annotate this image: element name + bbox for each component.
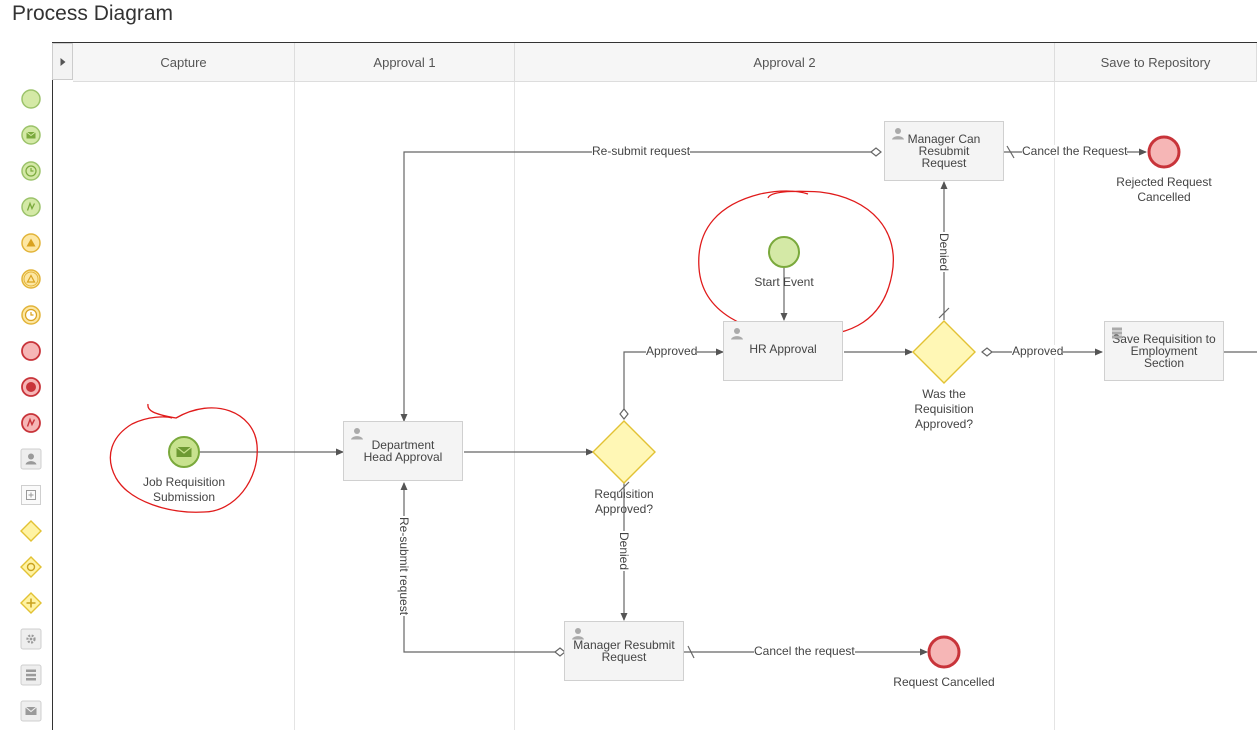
lane-header-capture[interactable]: Capture [73,43,295,82]
chevron-right-icon [60,57,65,66]
label-was-gateway: Was the Requisition Approved? [884,387,1004,432]
label-line: Submission [152,490,216,504]
lane-divider [1054,82,1055,730]
lane-divider [514,82,515,730]
lane-header-approval-1[interactable]: Approval 1 [295,43,515,82]
task-manager-can-resubmit[interactable]: Manager Can Resubmit Request [884,121,1004,181]
palette-error-end-icon[interactable] [20,412,42,434]
palette-exclusive-gateway-icon[interactable] [20,520,42,542]
label-line: Approved? [914,417,974,431]
edge-label-cancel-top: Cancel the Request [1022,144,1128,158]
palette-user-task-icon[interactable] [20,448,42,470]
rejected-request-end-event [1147,135,1181,169]
palette-escalation-event-icon[interactable] [20,232,42,254]
label-line: Job Requisition [142,475,226,489]
edge-label-resubmit-left: Re-submit request [397,516,411,617]
palette-escalation-boundary-icon[interactable] [20,268,42,290]
palette-timer-intermediate-icon[interactable] [20,304,42,326]
palette-parallel-gateway-icon[interactable] [20,592,42,614]
palette-inclusive-gateway-icon[interactable] [20,556,42,578]
task-hr-approval[interactable]: HR Approval [723,321,843,381]
diagram-canvas[interactable] [52,42,1257,730]
user-icon [351,428,363,440]
task-save-requisition[interactable]: Save Requisition to Employment Section [1104,321,1224,381]
label-rejected-request: Rejected Request Cancelled [1104,175,1224,205]
task-label: HR Approval [749,342,817,356]
label-line: Was the [922,387,966,401]
task-label: Manager Can Resubmit Request [907,132,981,170]
lane-header-approval-2[interactable]: Approval 2 [515,43,1055,82]
palette-message-start-icon[interactable] [20,124,42,146]
lane-header-save-to-repository[interactable]: Save to Repository [1055,43,1257,82]
task-label: Manager Resubmit Request [573,638,675,664]
edge-label-approved-save: Approved [1012,344,1064,358]
edge-label-denied-right: Denied [937,232,951,273]
palette-subprocess-icon[interactable] [20,484,42,506]
palette-end-event-icon[interactable] [20,340,42,362]
task-label: Save Requisition to Employment Section [1112,332,1216,370]
label-start-event: Start Event [754,275,814,289]
palette-message-task-icon[interactable] [20,700,42,722]
label-line: Requisition [914,402,974,416]
edge-label-cancel-bottom: Cancel the request [754,644,855,658]
user-icon [572,628,584,640]
shape-palette [14,82,48,730]
palette-signal-start-icon[interactable] [20,196,42,218]
task-label: Department Head Approval [363,438,443,464]
palette-script-task-icon[interactable] [20,664,42,686]
job-requisition-start-event [168,436,200,468]
user-icon [892,128,904,140]
annotation-circle-start-event [698,190,894,337]
edge-label-denied-left: Denied [617,531,631,572]
collapse-panel-button[interactable] [52,43,73,80]
palette-service-task-icon[interactable] [20,628,42,650]
label-line: Rejected Request [1116,175,1212,189]
envelope-icon [176,447,192,457]
label-request-cancelled: Request Cancelled [893,675,995,689]
palette-start-event-icon[interactable] [20,88,42,110]
label-requisition-gateway: Requisition Approved? [564,487,684,517]
page-title: Process Diagram [12,2,174,25]
label-line: Approved? [594,502,654,516]
edge-label-approved-hr: Approved [646,344,698,358]
edge-approved-to-hr [623,348,724,417]
request-cancelled-end-event [927,635,961,669]
label-line: Requisition [594,487,654,501]
edge-label-resubmit-top: Re-submit request [592,144,691,158]
task-manager-resubmit-request[interactable]: Manager Resubmit Request [564,621,684,681]
annotation-circle-submission [109,403,258,513]
label-line: Cancelled [1137,190,1191,204]
edge-resubmit-left [400,482,558,653]
requisition-approved-gateway [592,420,656,484]
palette-terminate-end-icon[interactable] [20,376,42,398]
palette-timer-start-icon[interactable] [20,160,42,182]
user-icon [731,328,743,340]
lane-divider [294,82,295,730]
label-job-requisition: Job Requisition Submission [124,475,244,505]
start-event-circle [768,236,800,268]
script-icon [1112,327,1122,339]
task-department-head-approval[interactable]: Department Head Approval [343,421,463,481]
edge-resubmit-top [400,151,878,422]
was-requisition-approved-gateway [912,320,976,384]
